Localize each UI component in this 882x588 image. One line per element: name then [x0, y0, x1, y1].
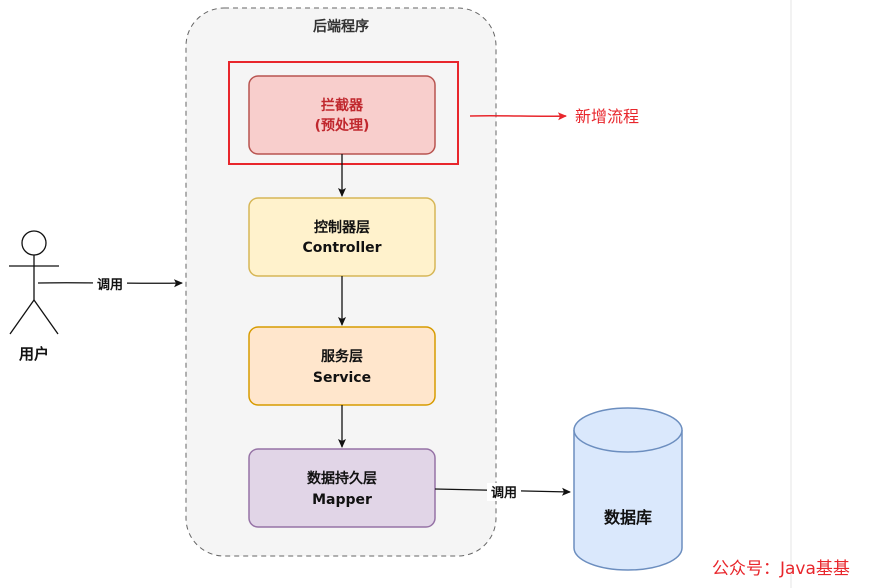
layer-mapper: 数据持久层 Mapper: [248, 448, 436, 528]
layer-service: 服务层 Service: [248, 326, 436, 406]
user-call-label: 调用: [97, 278, 123, 293]
db-call-label-bg: [487, 483, 521, 501]
db-call-label: 调用: [491, 486, 517, 501]
highlight-arrow: [469, 112, 567, 121]
service-subtitle: Service: [313, 370, 371, 386]
user-actor-icon: [9, 230, 59, 335]
controller-title: 控制器层: [314, 219, 370, 236]
highlight-label: 新增流程: [575, 107, 639, 126]
user-call-label-bg: [93, 274, 127, 292]
layer-controller: 控制器层 Controller: [248, 197, 436, 277]
highlight-frame: [228, 61, 459, 165]
interceptor-subtitle: (预处理): [315, 117, 370, 134]
watermark: 公众号：Java基基: [712, 559, 850, 579]
database-label: 数据库: [604, 508, 652, 527]
service-title: 服务层: [321, 348, 363, 365]
interceptor-title: 拦截器: [321, 97, 364, 114]
user-label: 用户: [19, 345, 49, 363]
database-cylinder-icon: [573, 407, 683, 571]
mapper-subtitle: Mapper: [312, 492, 372, 508]
layer-interceptor: 拦截器 (预处理): [248, 75, 436, 155]
controller-subtitle: Controller: [302, 240, 381, 256]
container-title: 后端程序: [313, 18, 369, 35]
mapper-title: 数据持久层: [307, 470, 377, 487]
